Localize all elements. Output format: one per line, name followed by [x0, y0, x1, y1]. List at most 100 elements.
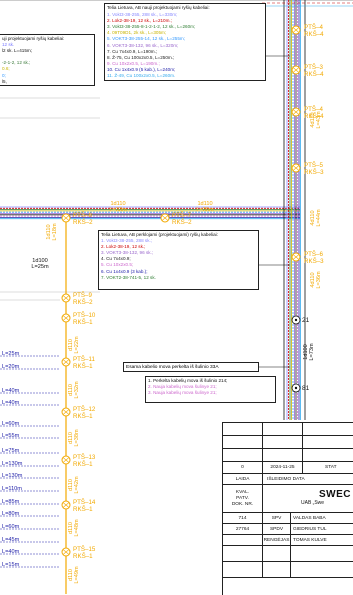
tb-company-block: SWEC UAB „Swe [263, 485, 353, 513]
well-cross [161, 215, 169, 221]
tb-blank-15 [291, 562, 353, 578]
tb-blank-11 [263, 546, 291, 562]
legend-projected-partial: uji projektuojami ryšių kabeliai:12 sk. l… [0, 34, 95, 86]
well-sub-label: RKŠ–4 [304, 71, 324, 78]
title-block: 0 2024-11-25 STAT LAIDA IŠLEIDIMO DATA K… [222, 422, 353, 595]
legend_dismantled-line: 3. VOKT3-38-132, 96 sk.; [101, 250, 154, 256]
segment-diameter: 1d100 [32, 258, 48, 264]
segment-diameter: d110 [68, 479, 74, 491]
note-sleeves: 1. Perkelta kabelių mova iš šulinio 214;… [145, 376, 276, 403]
tb-kval: KVAL. [235, 489, 250, 495]
segment-length: L=44m [316, 209, 322, 227]
legend_top_left-line: -2-1-2, 12 sk.; [2, 60, 31, 66]
well-id-label: PTŠ–10 [73, 312, 96, 319]
legend_new-line: 6. VOKT3-38-132, 96 sk., L=320m; [107, 42, 179, 48]
legend_new-line: 9. Cu 10x2x0.5, L=190m.; [107, 60, 160, 66]
well-id-label: PTŠ–7 [172, 212, 191, 219]
legend_new-line: 3. Vokt3-38-255-8-1-2-1-2, 12 sk., L=260… [107, 24, 196, 30]
tb-blank-6 [303, 436, 353, 449]
segment-length: L=42m [74, 476, 80, 494]
legend_top_left-line: uji projektuojami ryšių kabeliai: [2, 36, 65, 41]
well-id-label: PTŠ–3 [304, 64, 323, 71]
tb-r1-b: SPV [263, 513, 291, 524]
segment-diameter: d110 [68, 384, 74, 396]
note-existing-text: Esama kabelio mova perkelta iš šulinio 3… [126, 365, 219, 370]
tb-blank-12 [291, 546, 353, 562]
segment-diameter: 1d110 [110, 201, 125, 207]
well-sub-label: RKŠ–1 [73, 461, 93, 468]
segment-length: L=18m [52, 223, 58, 241]
segment-diameter: d110 [68, 522, 74, 534]
well-sub-label: RKŠ–1 [73, 363, 93, 370]
segment-length: L=36m [316, 271, 322, 289]
segment-length: L=38m [74, 429, 80, 447]
note_moves-line: 2. Nauja kabelių mova šulinye 21; [148, 384, 217, 390]
well-id-label: PTŠ–13 [73, 454, 96, 461]
legend-relaid-cables: Telia Lietuva, AB perklojami (projektuoj… [98, 230, 259, 290]
legend_top_left-line: l5, [2, 78, 7, 84]
legend_dismantled-line: 6. Cu 1x4x0.9 (3 kab.); [101, 268, 148, 274]
segment-diameter: d110 [68, 432, 74, 444]
left-length-label: L=130m [2, 461, 23, 467]
left-length-label: L=130m [2, 473, 23, 479]
tb-laida: LAIDA [223, 474, 263, 485]
tb-r1-a: 714 [223, 513, 263, 524]
tb-r3-a [223, 535, 263, 546]
segment-diameter: 1d110 [46, 224, 52, 239]
well-sub-label: RKŠ–4 [304, 31, 324, 38]
segment-length: L=48m [74, 519, 80, 537]
well-cross [62, 457, 70, 463]
legend_top_left-line: 0; [2, 72, 6, 78]
legend_dismantled-line: 1. Vokt3-38-255, 288 sk.; [101, 238, 153, 244]
well-cross [292, 109, 300, 115]
left-length-label: L=40m [2, 400, 20, 406]
segment-length: L=22m [74, 336, 80, 354]
pole-label: 21 [302, 317, 310, 324]
left-length-label: L=110m [2, 486, 22, 492]
well-sub-label: RKŠ–3 [304, 169, 324, 176]
segment-length: L=32m [74, 381, 80, 399]
tb-blank-7 [223, 449, 263, 462]
legend_new-line: 1. Vokt3-38-255, 288 sk., L=330m; [107, 12, 178, 18]
tb-patv: PATV. [236, 495, 249, 501]
well-sub-label: RKŠ–2 [172, 219, 192, 226]
segment-diameter: 4d110 [310, 210, 316, 225]
legend_new-line: 4. 09T09D1, 2k sk., L=305m; [107, 30, 167, 36]
well-id-label: PTŠ–15 [73, 546, 96, 553]
tb-isleidimo: IŠLEIDIMO DATA [263, 474, 353, 485]
segment-length: L=25m [31, 264, 49, 270]
well-id-label: PTŠ–5 [304, 162, 323, 169]
left-length-label: L=40m [2, 388, 20, 394]
well-cross [62, 295, 70, 301]
well-cross [292, 67, 300, 73]
well-cross [62, 549, 70, 555]
left-length-label: L=75m [2, 448, 20, 454]
tb-date: 2024-11-25 [263, 462, 303, 474]
legend_new-line: 7. Cu 7x4x0.9, L=190m.; [107, 48, 158, 54]
tb-r2-c: GIEDRIUS TUL [291, 524, 353, 535]
legend_new-line: 2. Lok2-38-19, 12 sk., L=210m.; [107, 18, 172, 24]
tb-r1-c: VALDAS BABA [291, 513, 353, 524]
segment-diameter: 4d110 [310, 272, 316, 287]
left-length-label: L=60m [2, 421, 20, 427]
note_moves-line: 1. Perkelta kabelių mova iš šulinio 214; [148, 378, 228, 383]
segment-length: L=73m [309, 343, 315, 361]
tb-blank-10 [223, 546, 263, 562]
legend_top_left-line: 12 sk. [2, 42, 15, 48]
left-length-label: L=20m [2, 364, 20, 370]
tb-kval-block: KVAL. PATV. DOK. NR. [223, 485, 263, 513]
well-id-label: PTŠ–9 [73, 292, 92, 299]
well-cross [62, 409, 70, 415]
well-id-label: PTŠ–11 [73, 356, 95, 363]
well-sub-label: RKŠ–4 [304, 113, 324, 120]
legend_dismantled-line: 5. Cu 10x2x0.5; [101, 262, 134, 268]
pole-dot [294, 386, 298, 390]
